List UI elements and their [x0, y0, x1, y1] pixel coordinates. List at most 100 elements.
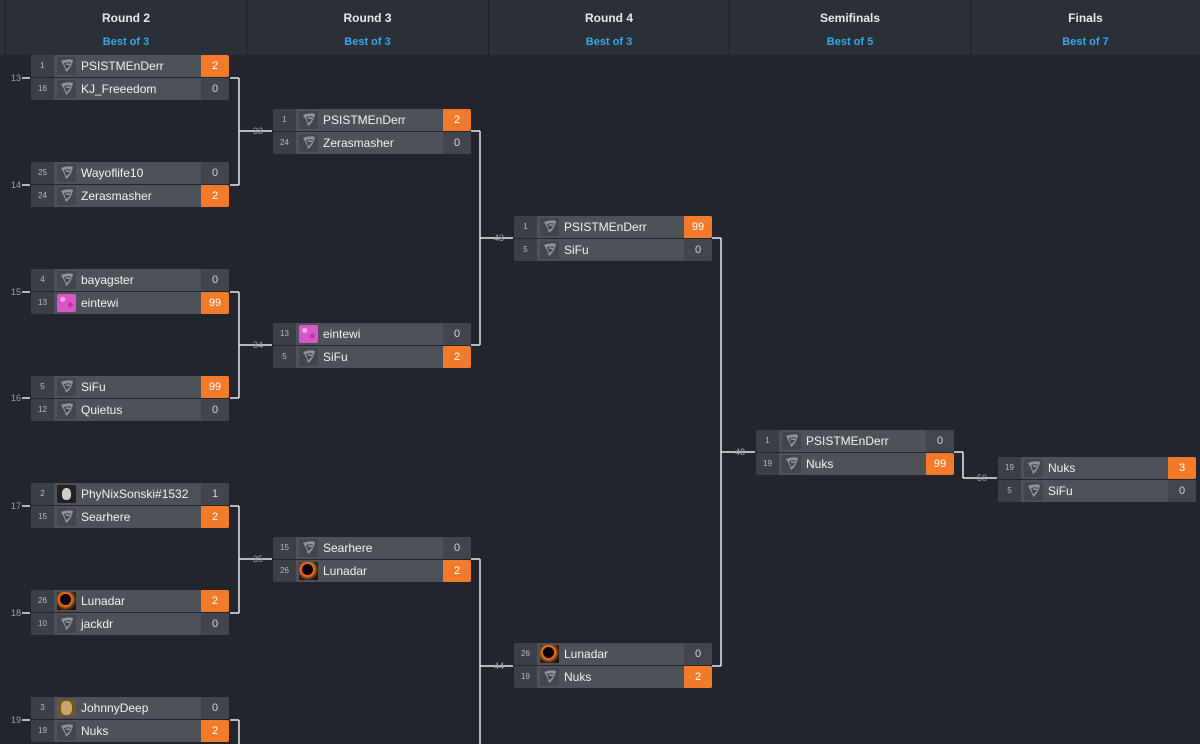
- player-name[interactable]: KJ_Freeedom: [81, 82, 157, 96]
- eclipse-avatar: [57, 592, 76, 610]
- player-name[interactable]: PSISTMEnDerr: [806, 434, 889, 448]
- player-score: 0: [443, 537, 471, 559]
- player-name[interactable]: Lunadar: [323, 564, 368, 578]
- round-best-of: Best of 3: [344, 36, 391, 48]
- player-name[interactable]: JohnnyDeep: [81, 701, 149, 715]
- player-name[interactable]: Nuks: [1048, 461, 1076, 475]
- seed-number: 2: [31, 483, 54, 505]
- match-number: 44: [493, 661, 504, 671]
- shield-wing-icon: [57, 722, 76, 740]
- player-name[interactable]: SiFu: [323, 350, 348, 364]
- player-name[interactable]: PhyNixSonski#1532: [81, 487, 189, 501]
- player-name[interactable]: PSISTMEnDerr: [564, 220, 647, 234]
- incoming-match-number: 14: [10, 180, 21, 190]
- shield-wing-icon: [299, 111, 318, 129]
- player-name[interactable]: Nuks: [81, 724, 109, 738]
- player-name[interactable]: SiFu: [1048, 484, 1073, 498]
- player-name[interactable]: bayagster: [81, 273, 134, 287]
- seed-number: 3: [31, 697, 54, 719]
- seed-number: 26: [273, 560, 296, 582]
- player-row[interactable]: 3 JohnnyDeep 0: [31, 697, 229, 719]
- seed-number: 19: [998, 457, 1021, 479]
- match-number: 35: [252, 554, 263, 564]
- player-score: 99: [926, 453, 954, 475]
- seed-number: 5: [273, 346, 296, 368]
- seed-number: 1: [273, 109, 296, 131]
- player-name[interactable]: PSISTMEnDerr: [323, 113, 406, 127]
- seed-number: 24: [273, 132, 296, 154]
- player-name[interactable]: jackdr: [81, 617, 114, 631]
- player-name[interactable]: Searhere: [81, 510, 131, 524]
- player-name[interactable]: Lunadar: [81, 594, 126, 608]
- player-name[interactable]: Wayoflife10: [81, 166, 144, 180]
- player-name[interactable]: Zerasmasher: [81, 189, 152, 203]
- player-name[interactable]: eintewi: [323, 327, 361, 341]
- player-name[interactable]: Lunadar: [564, 647, 609, 661]
- round-best-of: Best of 5: [826, 36, 874, 48]
- player-score: 0: [201, 697, 229, 719]
- player-score: 2: [201, 506, 229, 528]
- player-name[interactable]: PSISTMEnDerr: [81, 59, 164, 73]
- seed-number: 13: [273, 323, 296, 345]
- player-name[interactable]: Zerasmasher: [323, 136, 394, 150]
- eclipse-avatar: [540, 645, 559, 663]
- shield-wing-icon: [1024, 482, 1043, 500]
- player-name[interactable]: SiFu: [564, 243, 589, 257]
- player-name[interactable]: Quietus: [81, 403, 123, 417]
- seed-number: 13: [31, 292, 54, 314]
- player-score: 0: [201, 162, 229, 184]
- player-name[interactable]: SiFu: [81, 380, 106, 394]
- player-name[interactable]: Searhere: [323, 541, 373, 555]
- incoming-match-number: 17: [10, 501, 21, 511]
- seed-number: 19: [31, 720, 54, 742]
- player-score: 0: [201, 269, 229, 291]
- player-name[interactable]: Nuks: [806, 457, 834, 471]
- player-name[interactable]: Nuks: [564, 670, 592, 684]
- player-name[interactable]: eintewi: [81, 296, 119, 310]
